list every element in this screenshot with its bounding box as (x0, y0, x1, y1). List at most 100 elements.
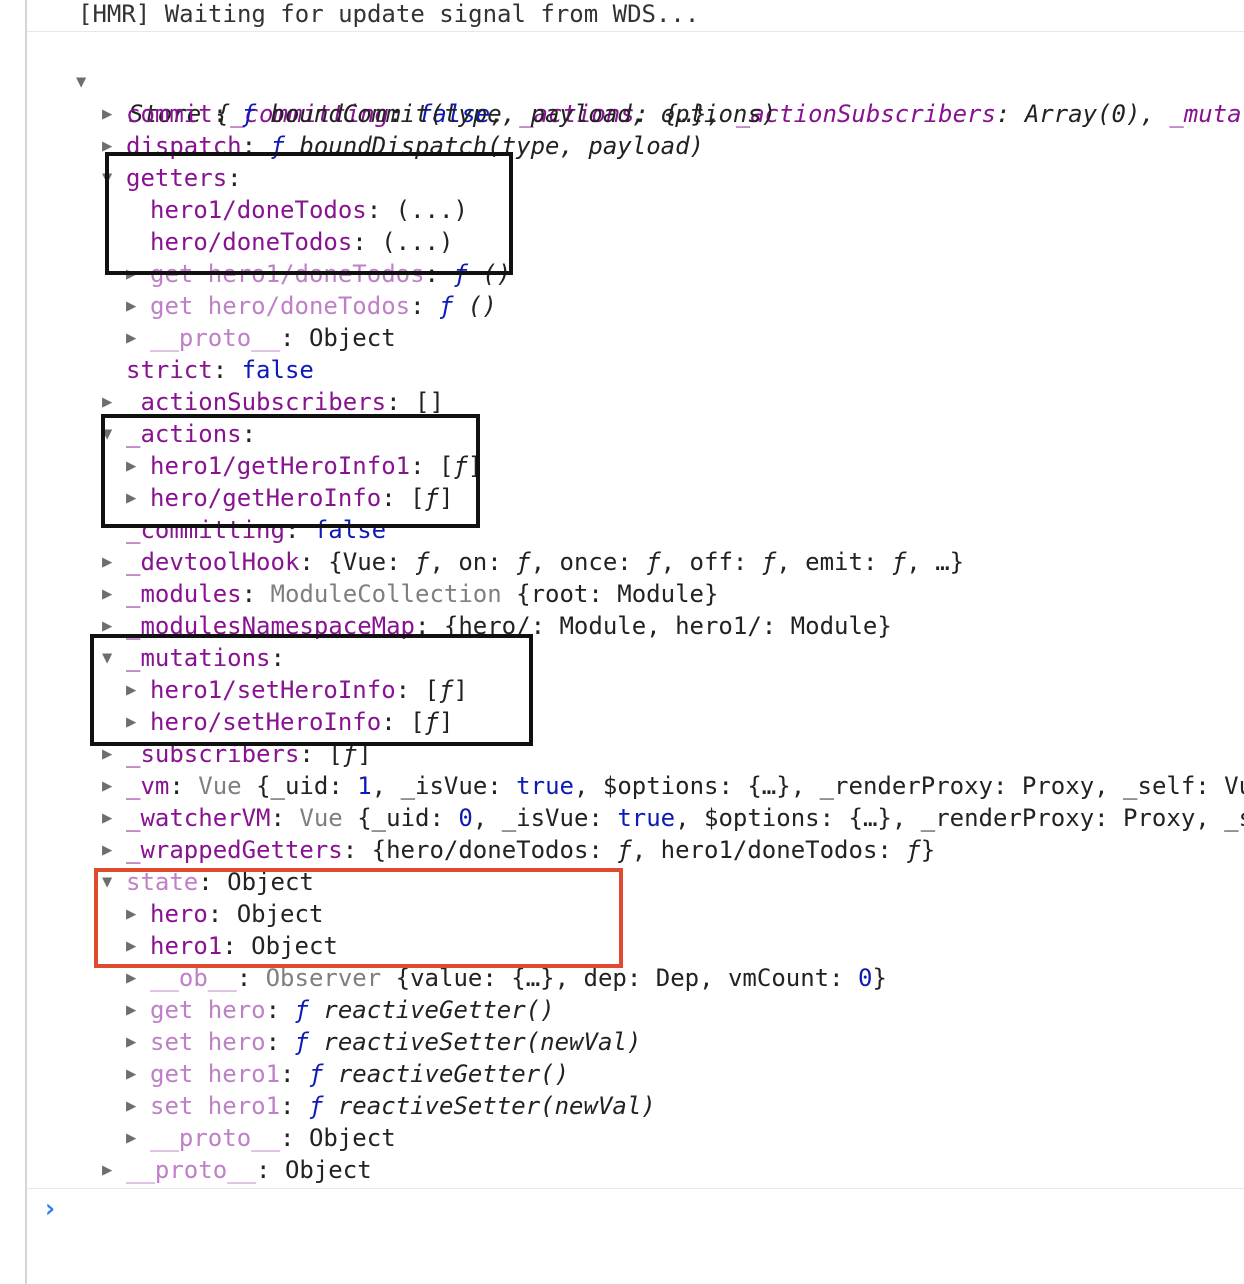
property-value: : (212, 356, 242, 384)
expand-triangle-icon[interactable]: ▶ (126, 712, 137, 732)
expand-triangle-icon[interactable]: ▶ (102, 840, 113, 860)
expand-triangle-icon[interactable]: ▶ (126, 680, 137, 700)
store-expand-triangle-icon[interactable]: ▼ (76, 72, 87, 92)
property-row[interactable]: state: Object (126, 866, 314, 898)
expand-triangle-icon[interactable]: ▶ (126, 296, 137, 316)
store-summary-part: : {…}, (634, 100, 736, 128)
expand-triangle-icon[interactable]: ▶ (102, 584, 113, 604)
chevron-right-icon[interactable]: › (42, 1194, 58, 1224)
property-value: boundCommit(type, payload, options) (270, 100, 777, 128)
property-value: ƒ (891, 548, 907, 576)
property-value: , hero1/doneTodos: (631, 836, 907, 864)
expand-triangle-icon[interactable]: ▶ (102, 744, 113, 764)
property-row[interactable]: _mutations: (126, 642, 285, 674)
property-value: {root: Module} (501, 580, 719, 608)
property-row[interactable]: hero/getHeroInfo: [ƒ] (150, 482, 453, 514)
expand-triangle-icon[interactable]: ▶ (126, 1096, 137, 1116)
console-gutter (25, 0, 27, 1284)
property-row[interactable]: _actionSubscribers: [] (126, 386, 444, 418)
property-key: _devtoolHook (126, 548, 300, 576)
expand-triangle-icon[interactable]: ▶ (126, 456, 137, 476)
property-value: ƒ (424, 708, 439, 736)
expand-triangle-icon[interactable]: ▶ (126, 1000, 137, 1020)
property-row[interactable]: _actions: (126, 418, 256, 450)
property-row[interactable]: hero1/getHeroInfo1: [ƒ] (150, 450, 482, 482)
property-row: hero/doneTodos: (...) (150, 226, 453, 258)
property-value: () (467, 292, 497, 320)
expand-triangle-icon[interactable]: ▶ (102, 616, 113, 636)
expand-triangle-icon[interactable]: ▶ (126, 904, 137, 924)
property-value: false (241, 356, 314, 384)
property-row[interactable]: __ob__: Observer {value: {…}, dep: Dep, … (150, 962, 887, 994)
property-value: 0 (858, 964, 873, 992)
property-row[interactable]: get hero/doneTodos: ƒ () (150, 290, 497, 322)
property-row[interactable]: commit: ƒ boundCommit(type, payload, opt… (126, 98, 776, 130)
property-row[interactable]: set hero1: ƒ reactiveSetter(newVal) (150, 1090, 656, 1122)
property-row[interactable]: hero: Object (150, 898, 323, 930)
property-value: ModuleCollection (270, 580, 502, 608)
hmr-log-message: [HMR] Waiting for update signal from WDS… (78, 0, 700, 28)
property-value: , _isVue: (371, 772, 517, 800)
property-value: {_uid: (241, 772, 358, 800)
property-value: ] (439, 484, 454, 512)
expand-triangle-icon[interactable]: ▶ (102, 392, 113, 412)
store-summary-part: { (201, 100, 231, 128)
property-value: reactiveSetter(newVal) (323, 1028, 642, 1056)
property-key: hero1/setHeroInfo (150, 676, 396, 704)
expand-triangle-icon[interactable]: ▶ (102, 552, 113, 572)
property-row[interactable]: _vm: Vue {_uid: 1, _isVue: true, $option… (126, 770, 1244, 802)
property-row[interactable]: _devtoolHook: {Vue: ƒ, on: ƒ, once: ƒ, o… (126, 546, 964, 578)
property-value: : {Vue: (299, 548, 415, 576)
expand-triangle-icon[interactable]: ▶ (102, 104, 113, 124)
property-value: : (212, 100, 242, 128)
expand-triangle-icon[interactable]: ▶ (126, 1064, 137, 1084)
expand-triangle-icon[interactable]: ▶ (126, 328, 137, 348)
property-row[interactable]: _modulesNamespaceMap: {hero/: Module, he… (126, 610, 892, 642)
property-value: ] (453, 676, 468, 704)
property-value: : Object (222, 932, 338, 960)
property-row[interactable]: set hero: ƒ reactiveSetter(newVal) (150, 1026, 641, 1058)
expand-triangle-icon[interactable]: ▶ (126, 968, 137, 988)
property-row[interactable]: _modules: ModuleCollection {root: Module… (126, 578, 718, 610)
expand-triangle-icon[interactable]: ▶ (102, 1160, 113, 1180)
collapse-triangle-icon[interactable]: ▼ (102, 648, 113, 668)
property-value: : (...) (352, 228, 454, 256)
property-value: Vue (299, 804, 343, 832)
property-value: {value: {…}, dep: Dep, vmCount: (381, 964, 859, 992)
property-key: __proto__ (126, 1156, 257, 1184)
property-value: : Object (280, 324, 396, 352)
property-row[interactable]: get hero1: ƒ reactiveGetter() (150, 1058, 569, 1090)
property-row[interactable]: getters: (126, 162, 242, 194)
property-value: : [ (381, 708, 425, 736)
property-value: , $options: {…}, _renderProxy: Proxy, _s… (573, 772, 1244, 800)
property-row[interactable]: __proto__: Object (150, 322, 396, 354)
property-row[interactable]: _wrappedGetters: {hero/doneTodos: ƒ, her… (126, 834, 935, 866)
property-value: : [ (299, 740, 343, 768)
property-value: true (617, 804, 676, 832)
property-value: : (...) (366, 196, 468, 224)
property-key: __proto__ (150, 324, 281, 352)
expand-triangle-icon[interactable]: ▶ (126, 1128, 137, 1148)
expand-triangle-icon[interactable]: ▶ (126, 1032, 137, 1052)
property-row[interactable]: _watcherVM: Vue {_uid: 0, _isVue: true, … (126, 802, 1244, 834)
property-row[interactable]: __proto__: Object (150, 1122, 396, 1154)
property-row[interactable]: hero/setHeroInfo: [ƒ] (150, 706, 453, 738)
collapse-triangle-icon[interactable]: ▼ (102, 424, 113, 444)
property-row[interactable]: hero1: Object (150, 930, 338, 962)
expand-triangle-icon[interactable]: ▶ (126, 488, 137, 508)
property-row[interactable]: get hero: ƒ reactiveGetter() (150, 994, 555, 1026)
expand-triangle-icon[interactable]: ▶ (102, 136, 113, 156)
property-value: : Object (198, 868, 314, 896)
collapse-triangle-icon[interactable]: ▼ (102, 872, 113, 892)
expand-triangle-icon[interactable]: ▶ (102, 808, 113, 828)
property-value: : [ (410, 452, 454, 480)
expand-triangle-icon[interactable]: ▶ (126, 936, 137, 956)
store-summary-part: _mutati (1169, 100, 1244, 128)
property-value: : {hero/doneTodos: (342, 836, 618, 864)
store-summary-part: _actionSubscribers (735, 100, 996, 128)
property-row[interactable]: hero1/setHeroInfo: [ƒ] (150, 674, 468, 706)
property-key: _mutations (126, 644, 271, 672)
expand-triangle-icon[interactable]: ▶ (102, 776, 113, 796)
store-object-summary[interactable]: Store {_committing: false, _actions: {…}… (100, 66, 1244, 128)
property-row[interactable]: __proto__: Object (126, 1154, 372, 1186)
